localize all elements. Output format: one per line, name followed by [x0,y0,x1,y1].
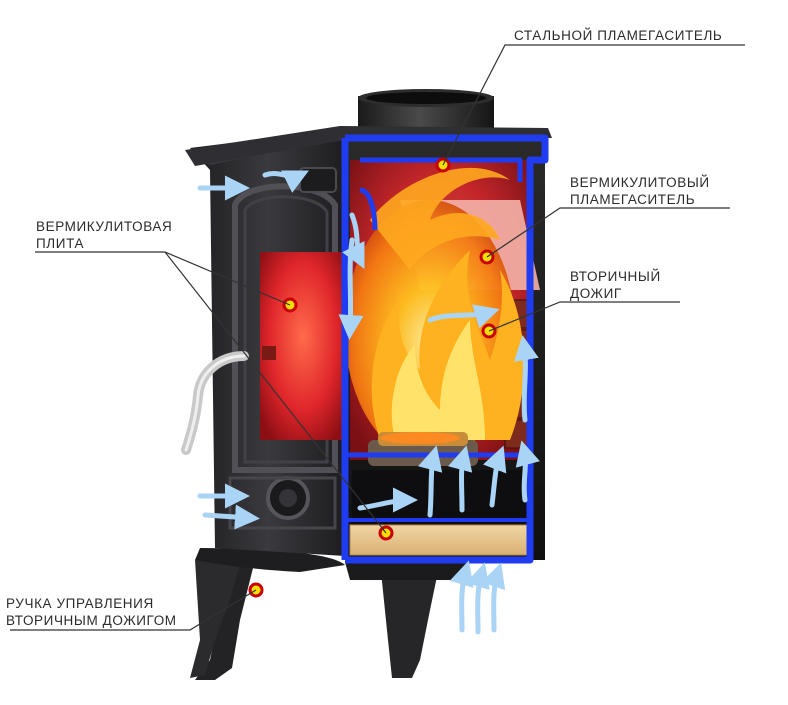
stove-legs [190,548,470,680]
callout-lines [10,44,745,631]
label-steel-baffle: СТАЛЬНОЙ ПЛАМЕГАСИТЕЛЬ [514,28,723,43]
label-secondary-burn-handle: РУЧКА УПРАВЛЕНИЯ ВТОРИЧНЫМ ДОЖИГОМ [6,596,177,628]
cutaway-interior [345,140,545,560]
air-control-knob[interactable] [266,476,310,520]
label-secondary-burn: ВТОРИЧНЫЙ ДОЖИГ [570,269,661,301]
label-vermiculite-baffle: ВЕРМИКУЛИТОВЫЙ ПЛАМЕГАСИТЕЛЬ [570,175,710,207]
hotspot-dot-icon [248,157,497,598]
vermiculite-side-panel [260,252,346,440]
airflow-arrow-icon [197,170,540,635]
flame-icon [345,167,524,460]
label-vermiculite-plate: ВЕРМИКУЛИТОВАЯ ПЛИТА [36,219,173,251]
door-handle[interactable] [181,351,249,455]
